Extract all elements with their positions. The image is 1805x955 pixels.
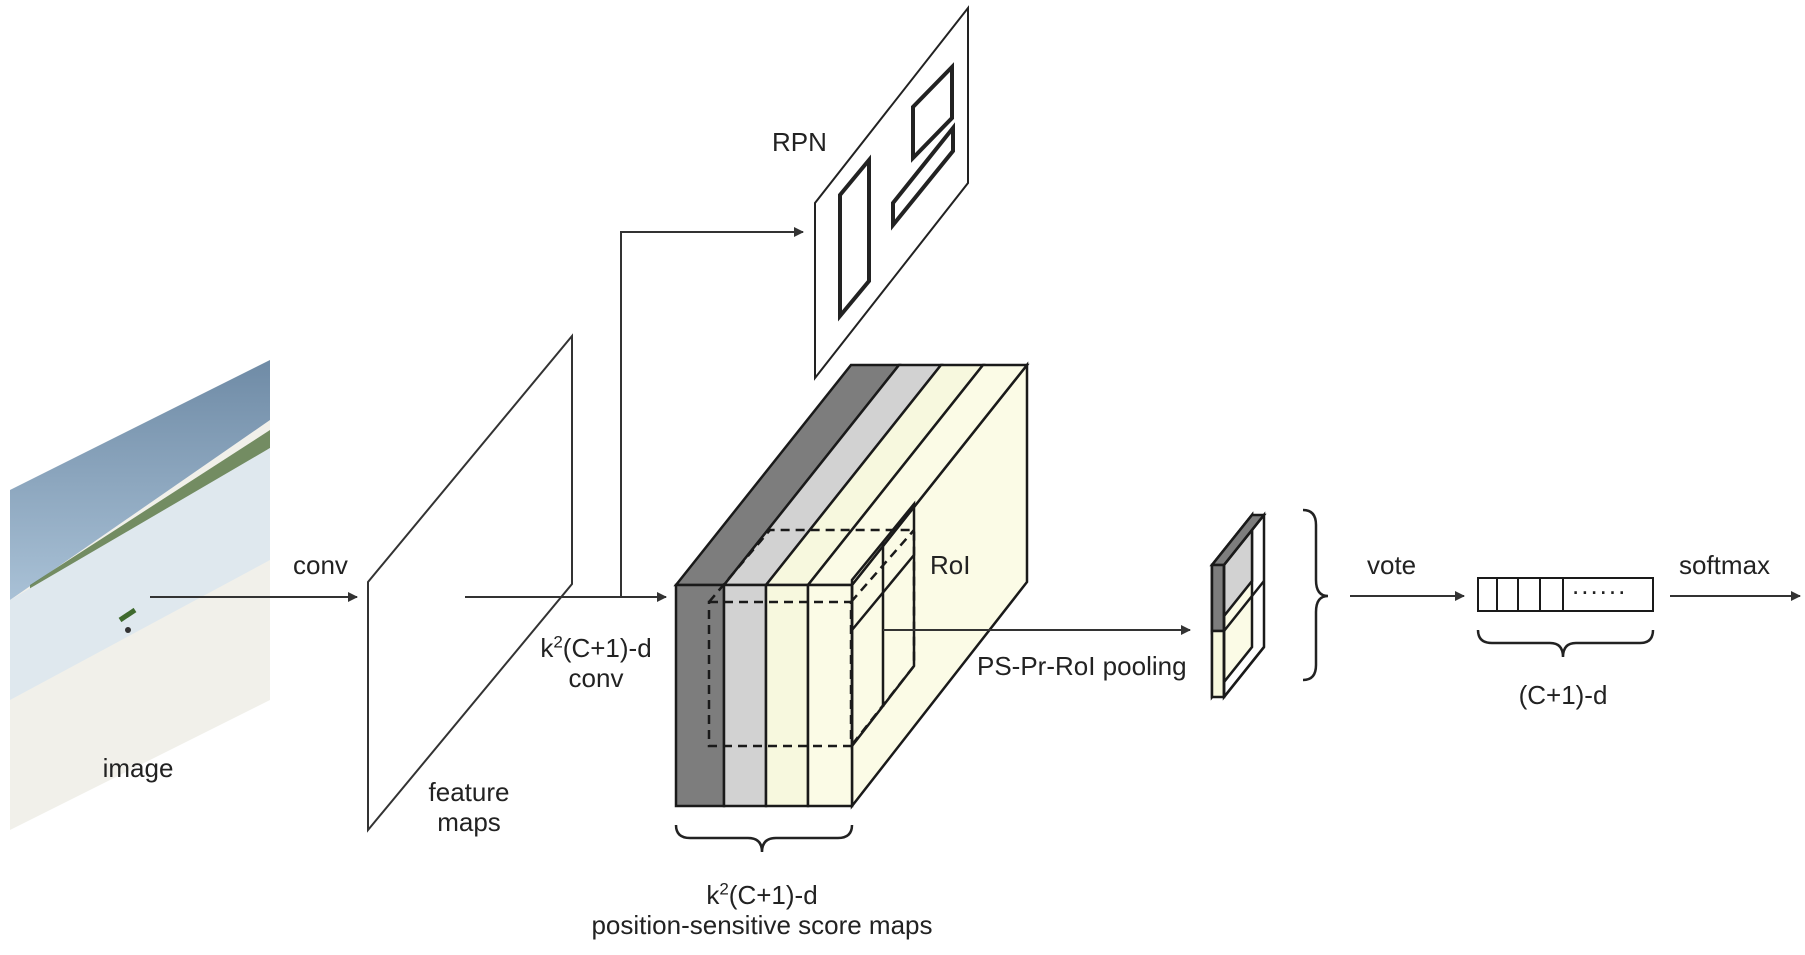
image-label: image <box>102 753 174 783</box>
roi-dashed-boxes <box>707 528 916 748</box>
k2-conv-label: k2(C+1)-d conv <box>540 632 652 693</box>
cube-front-yellow <box>764 583 810 808</box>
pooling-label: PS-Pr-RoI pooling <box>977 651 1187 681</box>
cube-front-cream <box>806 583 854 808</box>
score-maps-brace <box>674 824 854 853</box>
rpn-plane <box>814 5 969 381</box>
score-maps-label: k2(C+1)-d position-sensitive score maps <box>591 879 933 940</box>
input-image <box>10 360 270 830</box>
vector-dots: ...... <box>1572 570 1628 600</box>
output-vector <box>1477 577 1654 612</box>
conv-label: conv <box>293 550 348 580</box>
cube-front-gray <box>674 583 726 808</box>
softmax-label: softmax <box>1679 550 1771 580</box>
roi-label: RoI <box>930 550 971 580</box>
feature-maps-plane <box>367 333 573 833</box>
vote-label: vote <box>1367 550 1417 580</box>
score-maps-cube <box>673 361 1030 810</box>
vector-brace <box>1476 629 1655 658</box>
rpn-label: RPN <box>772 127 827 157</box>
arrow-to-rpn <box>620 227 804 597</box>
vector-dim-label: (C+1)-d <box>1518 680 1608 710</box>
feature-maps-label: feature maps <box>428 777 510 837</box>
vote-bracket <box>1302 508 1329 682</box>
pooled-output <box>1209 511 1267 701</box>
cube-front-lightgray <box>722 583 768 808</box>
